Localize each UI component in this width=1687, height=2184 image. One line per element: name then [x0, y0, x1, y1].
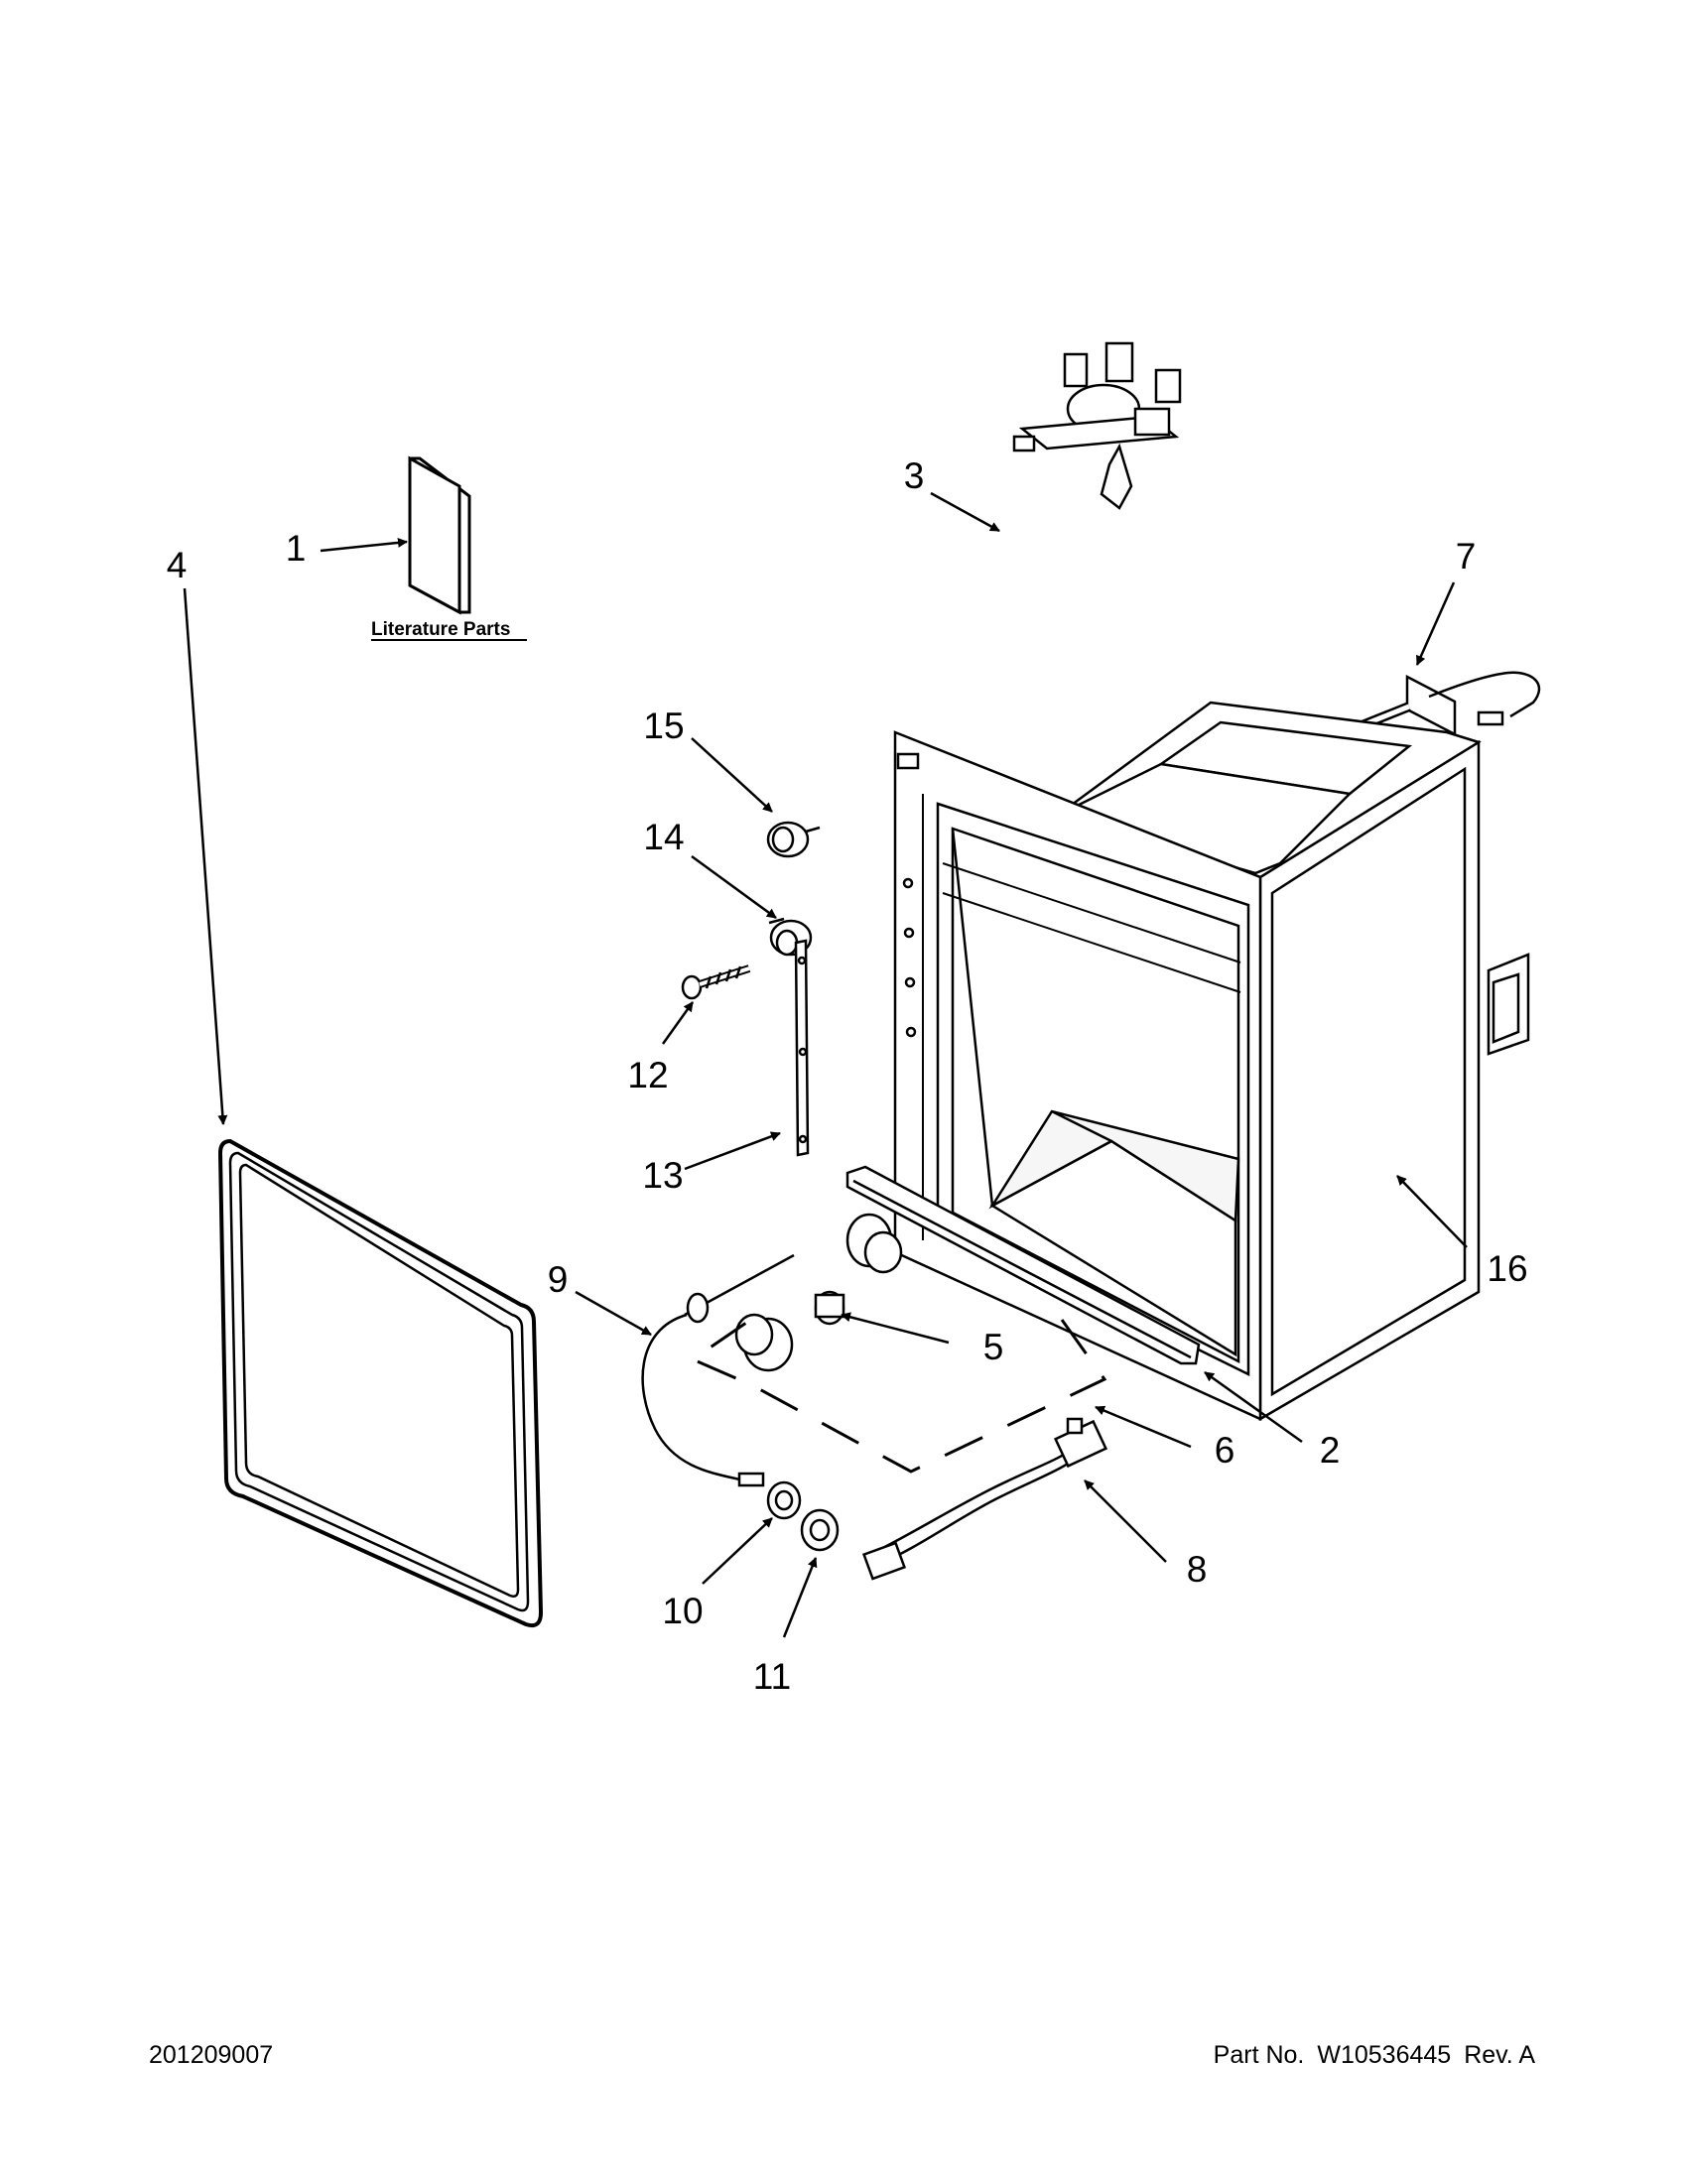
footer-part-info: Part No. W10536445 Rev. A: [1201, 2041, 1535, 2070]
literature-parts-label: Literature Parts: [371, 619, 510, 640]
callout-14: 14: [643, 817, 684, 857]
callout-6: 6: [1215, 1430, 1235, 1471]
mounting-strip: [794, 939, 810, 1157]
callout-13: 13: [642, 1155, 683, 1196]
door-gasket: [217, 1138, 544, 1628]
callout-2: 2: [1320, 1430, 1341, 1471]
bottom-trim: [845, 1165, 1201, 1365]
part-number: W10536445: [1317, 2041, 1452, 2069]
part-label: Part No.: [1213, 2041, 1305, 2069]
wire-harness: [861, 1417, 1108, 1581]
callout-7: 7: [1456, 536, 1477, 577]
revision: Rev. A: [1464, 2041, 1535, 2069]
dashed-outline: [689, 1319, 1107, 1474]
oven-cavity: [893, 701, 1530, 1422]
callout-1: 1: [286, 528, 307, 569]
callout-4: 4: [167, 545, 188, 585]
literature-booklet: [408, 455, 471, 615]
screw: [681, 964, 751, 1000]
callout-11: 11: [753, 1656, 791, 1697]
callout-9: 9: [548, 1259, 569, 1300]
lamp-assembly: [734, 1213, 903, 1372]
callout-8: 8: [1187, 1549, 1208, 1590]
meat-probe: [641, 1253, 795, 1487]
bushing-15: [766, 821, 821, 858]
callout-10: 10: [662, 1591, 703, 1631]
thermostat-assembly: [1012, 341, 1182, 510]
callout-16: 16: [1487, 1248, 1527, 1289]
leader-arrows: [183, 491, 1468, 1638]
callout-15: 15: [643, 706, 684, 746]
callout-12: 12: [627, 1055, 668, 1095]
nut-washer: [766, 1480, 840, 1552]
callout-3: 3: [904, 455, 925, 496]
callout-5: 5: [983, 1327, 1004, 1367]
footer-date-code: 201209007: [149, 2041, 274, 2069]
